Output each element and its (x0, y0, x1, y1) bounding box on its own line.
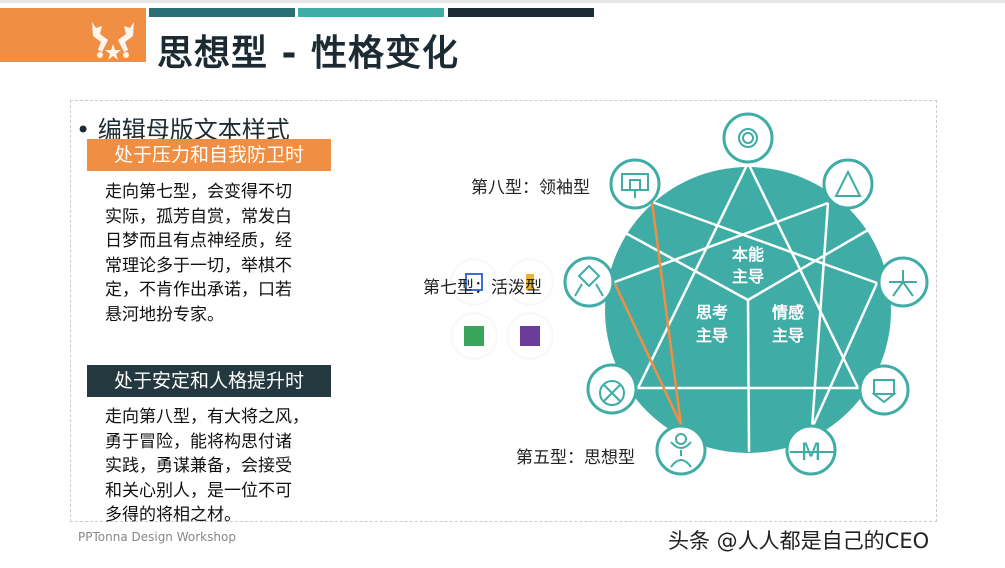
type3-node (858, 364, 910, 416)
thinking-label-1: 思考 (696, 303, 728, 322)
chart-icon (526, 274, 534, 290)
page-title: 思想型 - 性格变化 (157, 33, 460, 74)
instinct-label-1: 本能 (732, 245, 764, 264)
insert-chart-button[interactable] (508, 260, 552, 304)
type7-label: 第七型：活泼型 (423, 278, 542, 298)
accent-bar-3 (448, 8, 594, 17)
insert-table-button[interactable] (452, 314, 496, 358)
insert-picture-button[interactable] (452, 260, 496, 304)
top-divider (0, 0, 1005, 3)
type5-label: 第五型：思想型 (516, 448, 635, 468)
type-symbols: M (574, 128, 917, 468)
table-icon (464, 326, 484, 346)
insert-video-button[interactable] (508, 314, 552, 358)
section-header-stress: 处于压力和自我防卫时 (87, 139, 331, 171)
type8-label: 第八型：领袖型 (471, 178, 590, 198)
watermark: 头条 @人人都是自己的CEO (668, 529, 930, 553)
feeling-label-2: 主导 (772, 326, 804, 345)
picture-icon (465, 273, 483, 291)
accent-bar-2 (298, 8, 444, 17)
section-text-stress: 走向第七型，会变得不切实际，孤芳自赏，常发白日梦而且有点神经质，经常理论多于一切… (105, 182, 292, 325)
orange-arrows (613, 201, 683, 426)
accent-bar-1 (149, 8, 295, 17)
logo-block (0, 8, 146, 62)
type8-node (609, 158, 661, 210)
deer-stars-logo (92, 22, 134, 60)
footer-credit: PPTonna Design Workshop (78, 530, 236, 544)
thinking-label-2: 主导 (696, 326, 728, 345)
content-placeholder-frame (70, 100, 937, 522)
section-header-growth: 处于安定和人格提升时 (87, 365, 331, 397)
feeling-label-1: 情感 (772, 303, 804, 322)
instinct-label-2: 主导 (732, 267, 764, 286)
type9-node (722, 112, 774, 164)
video-icon (520, 326, 540, 346)
section-text-growth: 走向第八型，有大将之风，勇于冒险，能将构思付诸实践，勇谋兼备，会接受和关心别人，… (105, 407, 309, 525)
enneagram-lines (611, 160, 879, 453)
type1-node (822, 158, 874, 210)
type4-node (785, 424, 837, 476)
type6-node (586, 363, 638, 415)
